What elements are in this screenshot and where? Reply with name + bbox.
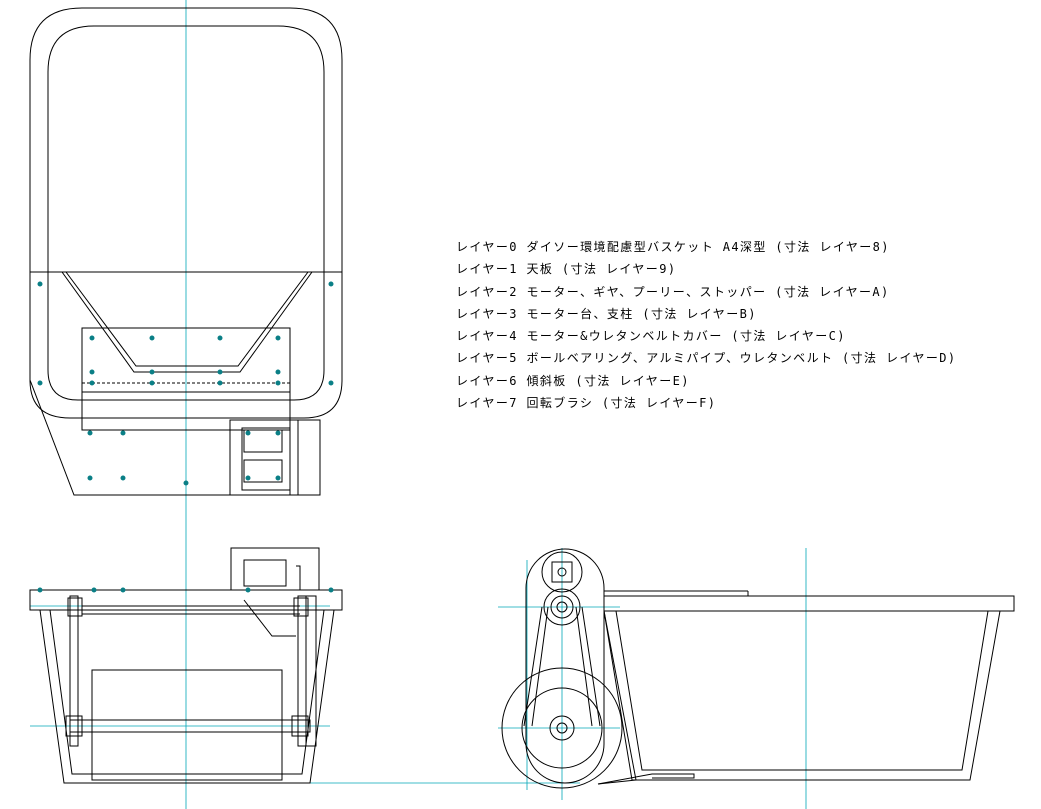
side-view xyxy=(501,548,1015,789)
front-top-plate xyxy=(29,589,343,611)
front-view xyxy=(29,547,343,784)
urethane-belt xyxy=(531,606,593,727)
centerlines xyxy=(30,0,807,809)
legend-layer-3: レイヤー3 モーター台、支柱 (寸法 レイヤーB) xyxy=(456,306,757,321)
motor-housing xyxy=(229,419,321,496)
drive-wheel xyxy=(501,667,623,789)
legend-layer-5: レイヤー5 ボールベアリング、アルミパイプ、ウレタンベルト (寸法 レイヤーD) xyxy=(456,351,957,366)
legend-layer-7: レイヤー7 回転ブラシ (寸法 レイヤーF) xyxy=(456,396,717,411)
legend-layer-0: レイヤー0 ダイソー環境配慮型バスケット A4深型 (寸法 レイヤー8) xyxy=(456,240,890,254)
inclined-plate xyxy=(29,379,231,496)
upper-pulley xyxy=(543,588,581,626)
legend-layer-2: レイヤー2 モーター、ギヤ、プーリー、ストッパー (寸法 レイヤーA) xyxy=(456,284,890,299)
side-basket xyxy=(603,610,1001,781)
front-brush xyxy=(91,669,283,781)
mount-holes xyxy=(37,281,334,486)
legend-layer-1: レイヤー1 天板 (寸法 レイヤー9) xyxy=(456,262,677,277)
top-view xyxy=(29,7,343,496)
front-motor-cover xyxy=(230,547,320,591)
legend-layer-6: レイヤー6 傾斜板 (寸法 レイヤーE) xyxy=(456,373,690,388)
front-basket xyxy=(39,609,335,784)
side-top-plate xyxy=(603,595,1015,612)
layer-legend: レイヤー0 ダイソー環境配慮型バスケット A4深型 (寸法 レイヤー8) レイヤ… xyxy=(456,236,1036,414)
belt-cover xyxy=(525,548,605,784)
basket-outline xyxy=(29,7,343,419)
legend-layer-4: レイヤー4 モーター&ウレタンベルトカバー (寸法 レイヤーC) xyxy=(456,329,846,344)
basket-inner xyxy=(47,25,325,401)
